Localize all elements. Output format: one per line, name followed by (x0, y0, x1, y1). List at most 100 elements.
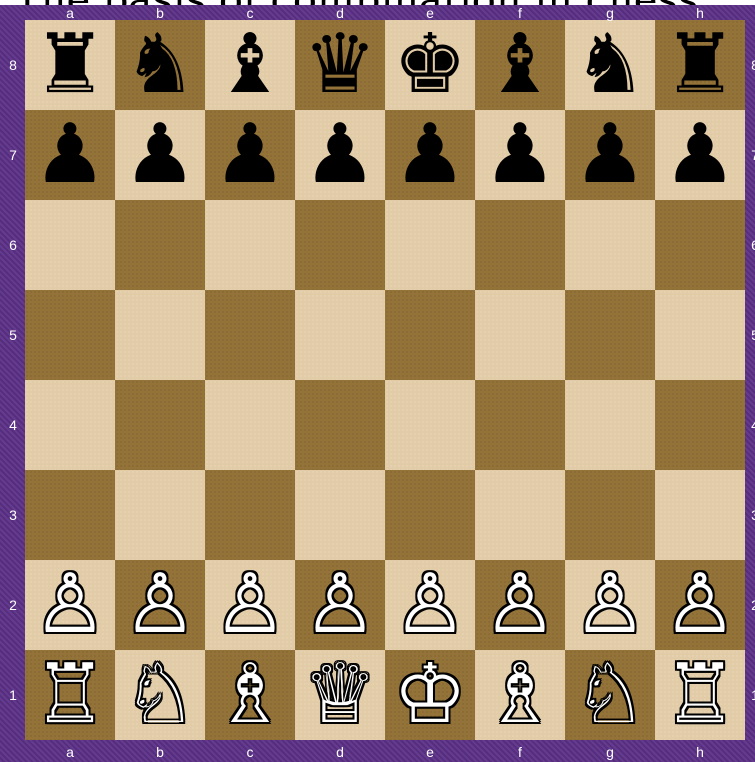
black-pawn-icon[interactable]: ♟ (483, 110, 557, 200)
square-b3[interactable] (115, 470, 205, 560)
file-label-e-bottom: e (385, 745, 475, 759)
square-d6[interactable] (295, 200, 385, 290)
square-a3[interactable] (25, 470, 115, 560)
square-c1[interactable]: ♗ (205, 650, 295, 740)
square-h2[interactable]: ♙ (655, 560, 745, 650)
square-a5[interactable] (25, 290, 115, 380)
square-c6[interactable] (205, 200, 295, 290)
square-f4[interactable] (475, 380, 565, 470)
square-h8[interactable]: ♜ (655, 20, 745, 110)
black-knight-icon[interactable]: ♞ (123, 20, 197, 110)
black-pawn-icon[interactable]: ♟ (33, 110, 107, 200)
white-pawn-icon[interactable]: ♙ (33, 560, 107, 650)
square-f1[interactable]: ♗ (475, 650, 565, 740)
square-f2[interactable]: ♙ (475, 560, 565, 650)
white-bishop-icon[interactable]: ♗ (213, 650, 287, 740)
square-a1[interactable]: ♖ (25, 650, 115, 740)
square-h5[interactable] (655, 290, 745, 380)
black-queen-icon[interactable]: ♛ (303, 20, 377, 110)
square-e3[interactable] (385, 470, 475, 560)
square-f3[interactable] (475, 470, 565, 560)
square-d2[interactable]: ♙ (295, 560, 385, 650)
file-label-b-bottom: b (115, 745, 205, 759)
square-b4[interactable] (115, 380, 205, 470)
black-king-icon[interactable]: ♚ (393, 20, 467, 110)
square-g1[interactable]: ♘ (565, 650, 655, 740)
black-pawn-icon[interactable]: ♟ (393, 110, 467, 200)
square-a8[interactable]: ♜ (25, 20, 115, 110)
square-b2[interactable]: ♙ (115, 560, 205, 650)
square-c5[interactable] (205, 290, 295, 380)
rank-label-8-right: 8 (745, 58, 755, 72)
white-king-icon[interactable]: ♔ (393, 650, 467, 740)
square-h3[interactable] (655, 470, 745, 560)
square-b5[interactable] (115, 290, 205, 380)
square-f7[interactable]: ♟ (475, 110, 565, 200)
square-d8[interactable]: ♛ (295, 20, 385, 110)
square-e4[interactable] (385, 380, 475, 470)
white-knight-icon[interactable]: ♘ (123, 650, 197, 740)
white-pawn-icon[interactable]: ♙ (393, 560, 467, 650)
white-queen-icon[interactable]: ♕ (303, 650, 377, 740)
white-pawn-icon[interactable]: ♙ (213, 560, 287, 650)
square-f8[interactable]: ♝ (475, 20, 565, 110)
black-knight-icon[interactable]: ♞ (573, 20, 647, 110)
square-g4[interactable] (565, 380, 655, 470)
square-e6[interactable] (385, 200, 475, 290)
white-pawn-icon[interactable]: ♙ (573, 560, 647, 650)
square-d7[interactable]: ♟ (295, 110, 385, 200)
black-bishop-icon[interactable]: ♝ (483, 20, 557, 110)
white-bishop-icon[interactable]: ♗ (483, 650, 557, 740)
square-g7[interactable]: ♟ (565, 110, 655, 200)
white-rook-icon[interactable]: ♖ (663, 650, 737, 740)
white-pawn-icon[interactable]: ♙ (663, 560, 737, 650)
square-e2[interactable]: ♙ (385, 560, 475, 650)
white-pawn-icon[interactable]: ♙ (483, 560, 557, 650)
square-a6[interactable] (25, 200, 115, 290)
square-c7[interactable]: ♟ (205, 110, 295, 200)
white-pawn-icon[interactable]: ♙ (303, 560, 377, 650)
square-b7[interactable]: ♟ (115, 110, 205, 200)
black-rook-icon[interactable]: ♜ (33, 20, 107, 110)
square-e5[interactable] (385, 290, 475, 380)
square-a4[interactable] (25, 380, 115, 470)
square-h6[interactable] (655, 200, 745, 290)
square-d5[interactable] (295, 290, 385, 380)
white-pawn-icon[interactable]: ♙ (123, 560, 197, 650)
black-rook-icon[interactable]: ♜ (663, 20, 737, 110)
square-a2[interactable]: ♙ (25, 560, 115, 650)
square-b6[interactable] (115, 200, 205, 290)
square-c3[interactable] (205, 470, 295, 560)
rank-label-6-left: 6 (3, 238, 23, 252)
square-e7[interactable]: ♟ (385, 110, 475, 200)
square-h4[interactable] (655, 380, 745, 470)
square-b8[interactable]: ♞ (115, 20, 205, 110)
square-e8[interactable]: ♚ (385, 20, 475, 110)
black-pawn-icon[interactable]: ♟ (213, 110, 287, 200)
square-h7[interactable]: ♟ (655, 110, 745, 200)
black-bishop-icon[interactable]: ♝ (213, 20, 287, 110)
white-knight-icon[interactable]: ♘ (573, 650, 647, 740)
square-e1[interactable]: ♔ (385, 650, 475, 740)
square-g2[interactable]: ♙ (565, 560, 655, 650)
square-c2[interactable]: ♙ (205, 560, 295, 650)
square-d1[interactable]: ♕ (295, 650, 385, 740)
square-g6[interactable] (565, 200, 655, 290)
black-pawn-icon[interactable]: ♟ (663, 110, 737, 200)
square-g5[interactable] (565, 290, 655, 380)
square-d4[interactable] (295, 380, 385, 470)
square-h1[interactable]: ♖ (655, 650, 745, 740)
square-g3[interactable] (565, 470, 655, 560)
square-c8[interactable]: ♝ (205, 20, 295, 110)
black-pawn-icon[interactable]: ♟ (123, 110, 197, 200)
square-a7[interactable]: ♟ (25, 110, 115, 200)
square-b1[interactable]: ♘ (115, 650, 205, 740)
square-g8[interactable]: ♞ (565, 20, 655, 110)
white-rook-icon[interactable]: ♖ (33, 650, 107, 740)
black-pawn-icon[interactable]: ♟ (573, 110, 647, 200)
square-c4[interactable] (205, 380, 295, 470)
black-pawn-icon[interactable]: ♟ (303, 110, 377, 200)
square-d3[interactable] (295, 470, 385, 560)
square-f5[interactable] (475, 290, 565, 380)
square-f6[interactable] (475, 200, 565, 290)
